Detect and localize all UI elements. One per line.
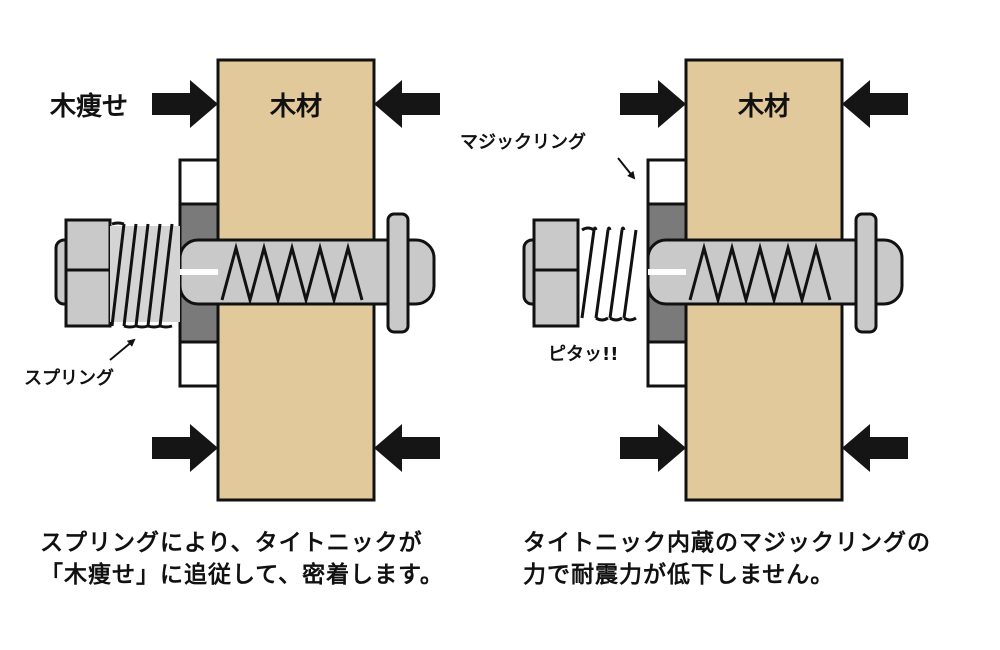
end-plate bbox=[386, 212, 410, 334]
right-caption: タイトニック内蔵のマジックリングの 力で耐震力が低下しません。 bbox=[523, 527, 931, 591]
washer-bottom bbox=[646, 340, 688, 388]
left-caption-line-2: 「木痩せ」に追従して、密着します。 bbox=[40, 562, 444, 588]
washer-top bbox=[646, 158, 688, 206]
magic-ring-spring bbox=[580, 226, 638, 322]
arrow-bottom-right bbox=[374, 424, 440, 472]
coil-spring bbox=[110, 221, 174, 329]
washer-bottom bbox=[178, 340, 220, 388]
washer-top bbox=[178, 158, 220, 206]
arrow-top-right bbox=[842, 80, 908, 128]
left-caption-line-1: スプリングにより、タイトニックが bbox=[40, 530, 423, 556]
right-caption-line-1: タイトニック内蔵のマジックリングの bbox=[523, 530, 931, 556]
arrow-bottom-left bbox=[152, 424, 218, 472]
arrow-bottom-left bbox=[620, 424, 686, 472]
ring-label: マジックリング bbox=[460, 131, 586, 153]
arrow-top-left bbox=[152, 80, 218, 128]
left-panel: 木材 木痩せ スプリング bbox=[24, 58, 440, 502]
left-caption: スプリングにより、タイトニックが 「木痩せ」に追従して、密着します。 bbox=[40, 527, 444, 591]
arrow-top-left bbox=[620, 80, 686, 128]
hex-nut bbox=[64, 218, 112, 328]
shrink-label: 木痩せ bbox=[49, 91, 128, 122]
fit-label: ピタッ!! bbox=[548, 344, 618, 365]
wood-label: 木材 bbox=[269, 92, 322, 122]
internal-spring bbox=[220, 242, 364, 306]
arrow-top-right bbox=[374, 80, 440, 128]
ring-pointer-arrow bbox=[617, 157, 636, 180]
end-plate bbox=[854, 212, 878, 334]
spring-pointer-arrow bbox=[109, 338, 136, 361]
spring-label: スプリング bbox=[24, 367, 114, 389]
wood-label: 木材 bbox=[737, 92, 790, 122]
right-caption-line-2: 力で耐震力が低下しません。 bbox=[523, 562, 835, 588]
hex-nut bbox=[532, 218, 580, 328]
internal-spring bbox=[688, 242, 832, 306]
right-panel: 木材 マジックリング ピタッ!! bbox=[460, 58, 908, 502]
arrow-bottom-right bbox=[842, 424, 908, 472]
